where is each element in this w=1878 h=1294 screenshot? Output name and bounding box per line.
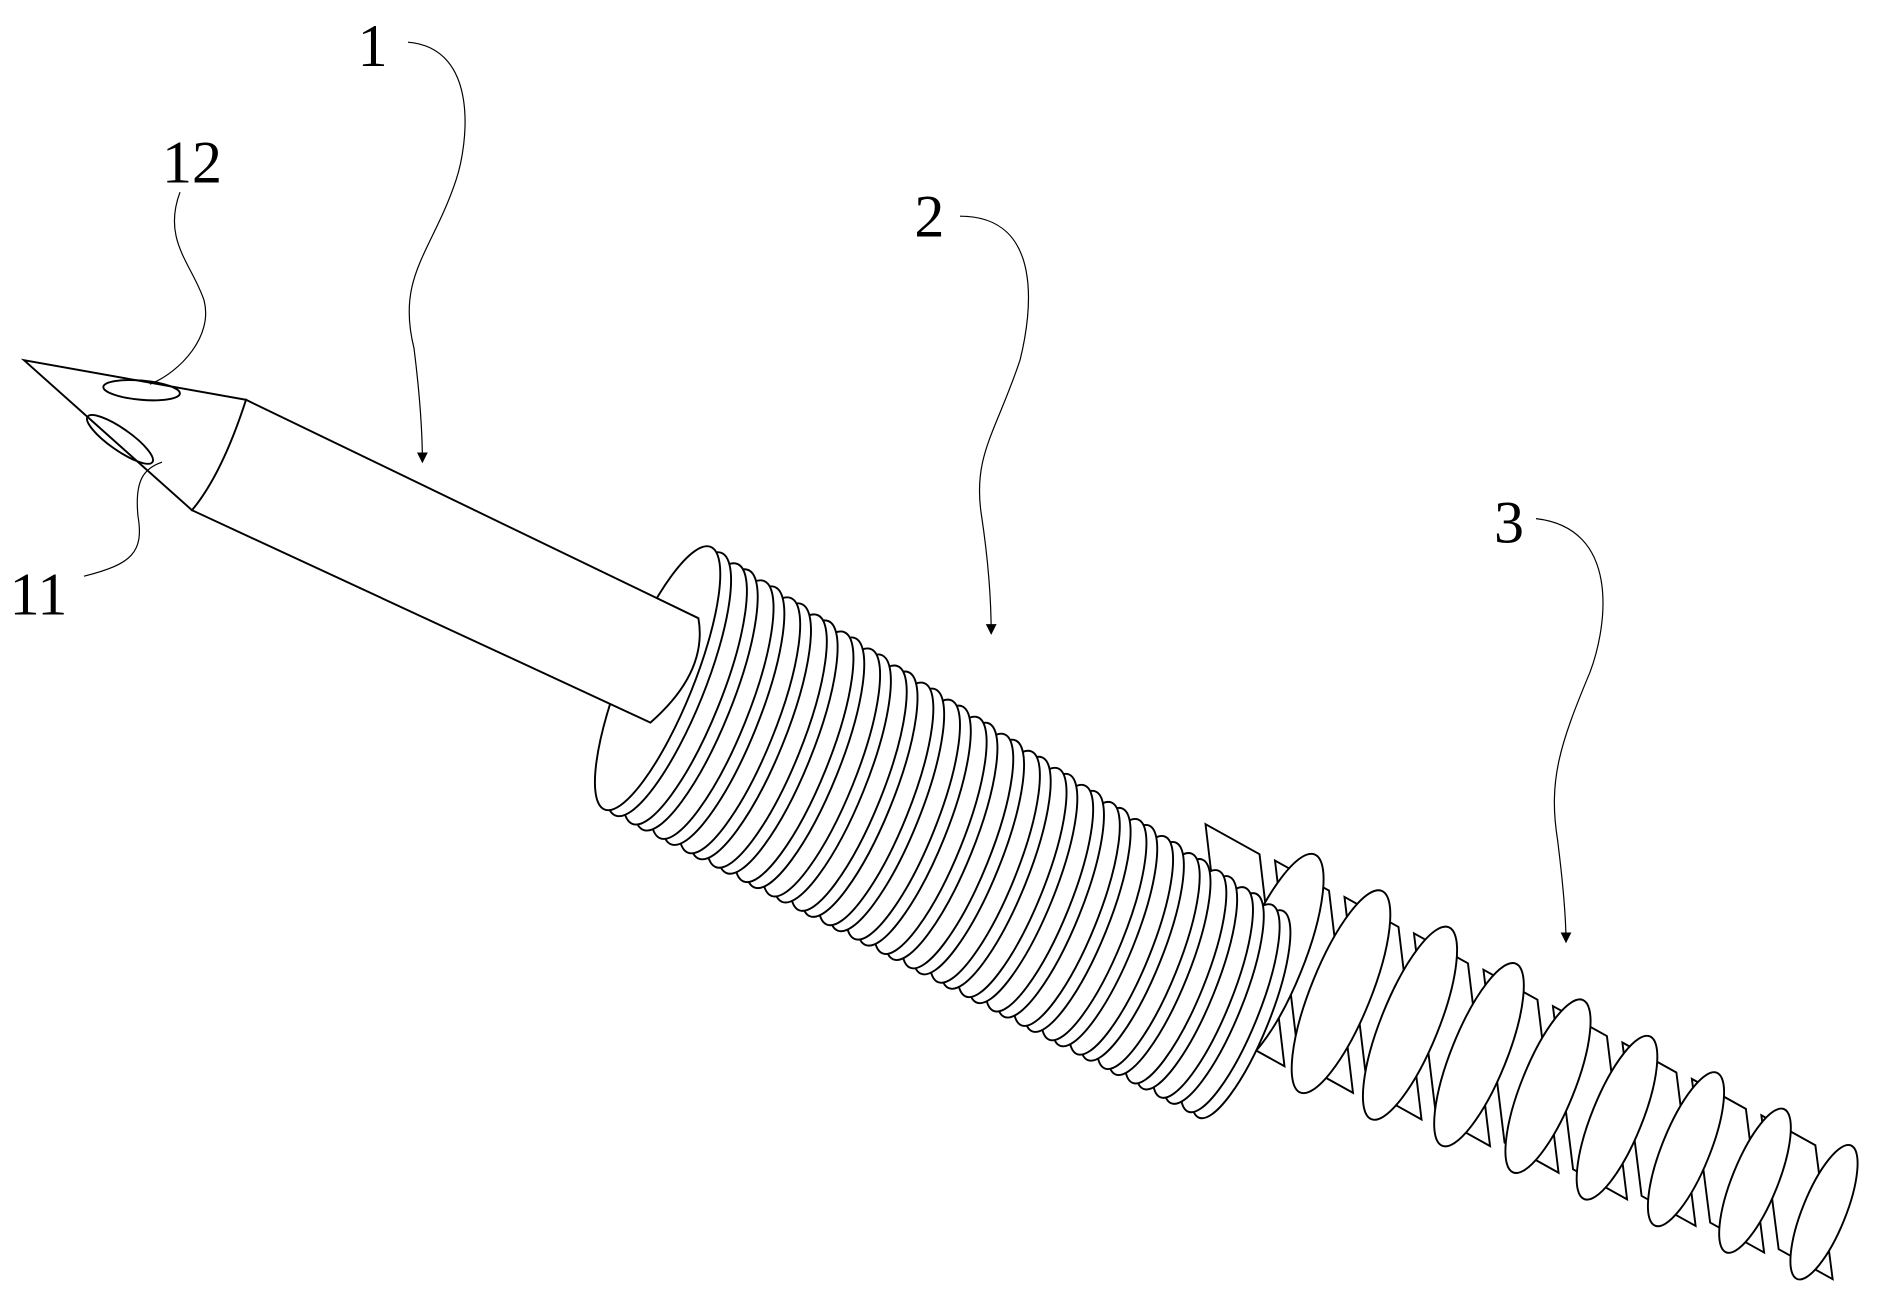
label-1: 1: [358, 13, 388, 79]
needle-part-1: [20, 358, 701, 724]
label-12: 12: [162, 130, 222, 196]
step-face: [1433, 962, 1525, 1148]
leader-1: [407, 41, 466, 464]
leader-3: [1535, 518, 1604, 944]
side-hole-11: [86, 414, 154, 465]
threaded-section-2: [593, 545, 1292, 1120]
leader-12: [149, 191, 207, 385]
leader-11: [83, 461, 163, 577]
step-face: [1718, 1107, 1792, 1254]
label-11: 11: [10, 562, 68, 628]
needle-shaft: [190, 398, 701, 724]
stepped-section-3: [1204, 822, 1859, 1281]
step-face: [1504, 998, 1592, 1174]
needle-tip-cone: [20, 358, 248, 512]
step-face: [1361, 925, 1459, 1121]
step-face: [1646, 1071, 1726, 1228]
label-3: 3: [1494, 490, 1524, 556]
step-face: [1789, 1143, 1859, 1281]
side-hole-12: [102, 379, 181, 402]
label-2: 2: [914, 184, 944, 250]
leader-2: [959, 215, 1030, 635]
step-face: [1290, 889, 1392, 1095]
step-face: [1575, 1034, 1659, 1201]
